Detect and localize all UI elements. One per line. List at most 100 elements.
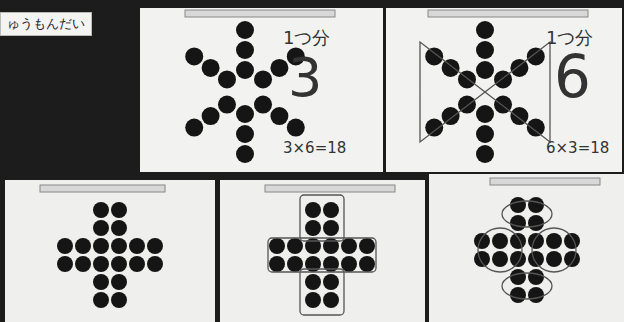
card-label: ゅうもんだい <box>1 13 91 35</box>
counting-dot <box>111 220 127 236</box>
counting-dot <box>341 238 357 254</box>
counting-dot <box>111 292 127 308</box>
counting-dot <box>492 251 508 267</box>
counting-dot <box>236 41 254 59</box>
counting-dot <box>323 202 339 218</box>
counting-dot <box>546 251 562 267</box>
counting-dot <box>111 274 127 290</box>
counting-dot <box>510 59 528 77</box>
counting-dot <box>236 105 254 123</box>
counting-dot <box>269 238 285 254</box>
counting-dot <box>442 107 460 125</box>
title-card: ゅうもんだい <box>0 12 92 36</box>
counting-dot <box>254 96 272 114</box>
counting-dot <box>359 238 375 254</box>
magnet-bar <box>185 10 335 17</box>
counting-dot <box>218 96 236 114</box>
counting-dot <box>510 197 526 213</box>
counting-dot <box>510 269 526 285</box>
counting-dot <box>305 220 321 236</box>
counting-dot <box>93 238 109 254</box>
triangle-outline <box>420 42 485 142</box>
counting-dot <box>236 61 254 79</box>
counting-dot <box>218 70 236 88</box>
counting-dot <box>202 59 220 77</box>
counting-dot <box>323 274 339 290</box>
counting-dot <box>474 233 490 249</box>
counting-dot <box>75 256 91 272</box>
counting-dot <box>270 107 288 125</box>
counting-dot <box>111 238 127 254</box>
magnet-bar <box>428 10 588 17</box>
counting-dot <box>474 251 490 267</box>
counting-dot <box>147 238 163 254</box>
magnet-bar <box>490 178 600 185</box>
group-outline <box>502 201 552 227</box>
magnet-bar <box>40 185 165 192</box>
counting-dot <box>359 256 375 272</box>
group-outline <box>478 228 522 272</box>
counting-dot <box>546 233 562 249</box>
counting-dot <box>492 233 508 249</box>
group-outline <box>268 238 376 272</box>
counting-dot <box>476 125 494 143</box>
counting-dot <box>129 238 145 254</box>
unit-label: 1つ分 <box>283 28 330 48</box>
counting-dot <box>93 274 109 290</box>
counting-dot <box>236 125 254 143</box>
counting-dot <box>185 119 203 137</box>
counting-dot <box>202 107 220 125</box>
paper-sheet: 1つ分66×3=18 <box>386 8 622 172</box>
counting-dot <box>510 107 528 125</box>
pencil-outlines <box>268 42 576 315</box>
counting-dot <box>442 59 460 77</box>
counting-dot <box>147 256 163 272</box>
counting-dot <box>527 47 545 65</box>
counting-dot <box>185 47 203 65</box>
counting-dot <box>425 119 443 137</box>
counting-dot <box>270 59 288 77</box>
counting-dot <box>528 197 544 213</box>
counting-dot <box>510 215 526 231</box>
counting-dot <box>528 287 544 303</box>
dot-group <box>57 21 580 308</box>
paper-sheet <box>220 180 425 322</box>
counting-dot <box>93 256 109 272</box>
counting-dot <box>93 292 109 308</box>
counting-dot <box>305 202 321 218</box>
counting-dot <box>93 220 109 236</box>
counting-dot <box>305 292 321 308</box>
group-outline <box>300 195 344 241</box>
counting-dot <box>476 41 494 59</box>
counting-dot <box>528 251 544 267</box>
counting-dot <box>269 256 285 272</box>
counting-dot <box>287 256 303 272</box>
counting-dot <box>323 220 339 236</box>
triangle-outline <box>485 42 550 142</box>
counting-dot <box>476 21 494 39</box>
counting-dot <box>236 145 254 163</box>
equation: 3×6=18 <box>283 140 346 157</box>
counting-dot <box>476 61 494 79</box>
counting-dot <box>510 287 526 303</box>
paper-sheet <box>5 180 215 322</box>
group-outline <box>502 273 552 299</box>
equation: 6×3=18 <box>546 140 609 157</box>
counting-dot <box>93 202 109 218</box>
counting-dot <box>564 233 580 249</box>
counting-dot <box>111 256 127 272</box>
counting-dot <box>287 119 305 137</box>
paper-sheet <box>429 174 624 322</box>
counting-dot <box>425 47 443 65</box>
group-outline <box>532 228 576 272</box>
counting-dot <box>341 256 357 272</box>
paper-sheet: 1つ分33×6=18 <box>140 8 383 172</box>
counting-dot <box>305 274 321 290</box>
counting-dot <box>254 70 272 88</box>
paper-sheet <box>140 8 383 172</box>
counting-dot <box>236 21 254 39</box>
counting-dot <box>528 269 544 285</box>
counting-dot <box>323 292 339 308</box>
counting-dot <box>528 233 544 249</box>
